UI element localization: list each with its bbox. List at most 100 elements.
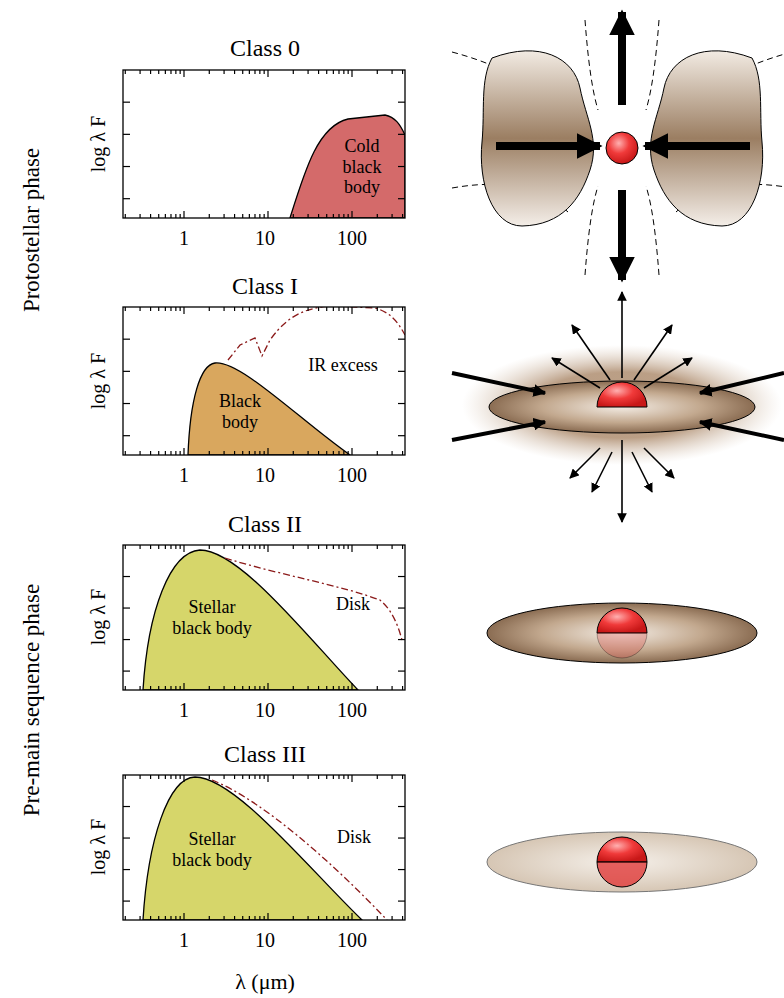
axis-tick <box>242 70 243 74</box>
axis-tick <box>259 545 260 549</box>
axis-label: log λ F <box>87 819 109 875</box>
axis-tick <box>333 775 334 779</box>
class-title: Class II <box>228 511 302 537</box>
axis-tick <box>125 451 126 455</box>
axis-tick <box>398 639 405 640</box>
axis-tick <box>209 307 210 311</box>
axis-tick <box>338 916 339 920</box>
axis-tick <box>223 70 224 74</box>
axis-tick <box>391 545 392 549</box>
axis-tick <box>351 775 352 782</box>
axis-tick <box>398 403 405 404</box>
axis-tick <box>398 869 405 870</box>
axis-tick <box>125 307 126 311</box>
axis-tick <box>338 214 339 218</box>
axis-tick <box>175 775 176 779</box>
axis-tick <box>402 775 403 779</box>
axis-tick <box>158 214 159 218</box>
axis-tick <box>318 545 319 549</box>
axis-tick <box>249 916 250 920</box>
axis-tick <box>318 70 319 74</box>
tick-label: 1 <box>179 699 189 721</box>
axis-tick <box>150 214 151 218</box>
axis-tick <box>209 686 210 690</box>
axis-tick <box>267 307 268 314</box>
axis-tick <box>139 451 140 455</box>
axis-tick <box>123 576 130 577</box>
axis-tick <box>267 683 268 690</box>
axis-tick <box>351 683 352 690</box>
axis-tick <box>398 166 405 167</box>
axis-tick <box>249 214 250 218</box>
axis-tick <box>150 775 151 779</box>
axis-tick <box>123 435 130 436</box>
axis-tick <box>348 214 349 218</box>
axis-tick <box>333 451 334 455</box>
axis-tick <box>242 451 243 455</box>
axis-tick <box>123 670 130 671</box>
axis-tick <box>175 214 176 218</box>
axis-tick <box>259 686 260 690</box>
blackbody-region: Stellar black body <box>172 597 252 638</box>
axis-tick <box>398 339 405 340</box>
axis-tick <box>170 775 171 779</box>
axis-tick <box>242 916 243 920</box>
axis-tick <box>123 102 130 103</box>
axis-tick <box>398 102 405 103</box>
tick-label: 1 <box>179 464 189 486</box>
axis-tick <box>326 70 327 74</box>
axis-tick <box>254 545 255 549</box>
axis-tick <box>326 686 327 690</box>
axis-tick <box>402 916 403 920</box>
axis-tick <box>351 211 352 218</box>
axis-tick <box>391 214 392 218</box>
axis-tick <box>318 916 319 920</box>
axis-tick <box>343 686 344 690</box>
region-label: Cold black body <box>331 136 393 198</box>
axis-tick <box>326 451 327 455</box>
axis-tick <box>183 683 184 690</box>
axis-tick <box>264 451 265 455</box>
axis-tick <box>391 775 392 779</box>
axis-tick <box>125 70 126 74</box>
axis-tick <box>402 214 403 218</box>
axis-tick <box>333 70 334 74</box>
axis-tick <box>242 214 243 218</box>
axis-label: log λ F <box>87 589 109 645</box>
axis-tick <box>377 775 378 779</box>
axis-tick <box>267 545 268 552</box>
axis-tick <box>183 913 184 920</box>
axis-tick <box>223 214 224 218</box>
axis-tick <box>267 448 268 455</box>
axis-tick <box>183 307 184 314</box>
axis-tick <box>234 916 235 920</box>
axis-tick <box>338 307 339 311</box>
axis-tick <box>183 211 184 218</box>
axis-tick <box>223 916 224 920</box>
axis-tick <box>333 686 334 690</box>
axis-tick <box>333 545 334 549</box>
axis-tick <box>223 451 224 455</box>
axis-tick <box>170 545 171 549</box>
axis-tick <box>398 607 405 608</box>
class-title: Class 0 <box>230 35 300 61</box>
axis-tick <box>123 900 130 901</box>
axis-tick <box>234 775 235 779</box>
axis-tick <box>209 775 210 779</box>
axis-tick <box>264 686 265 690</box>
axis-tick <box>398 837 405 838</box>
axis-tick <box>125 916 126 920</box>
tick-label: 100 <box>337 227 367 249</box>
axis-tick <box>351 545 352 552</box>
axis-tick <box>348 686 349 690</box>
axis-tick <box>254 916 255 920</box>
axis-tick <box>318 686 319 690</box>
axis-tick <box>402 686 403 690</box>
axis-tick <box>180 686 181 690</box>
axis-tick <box>234 686 235 690</box>
axis-tick <box>254 451 255 455</box>
axis-tick <box>165 451 166 455</box>
axis-tick <box>398 371 405 372</box>
axis-tick <box>293 686 294 690</box>
